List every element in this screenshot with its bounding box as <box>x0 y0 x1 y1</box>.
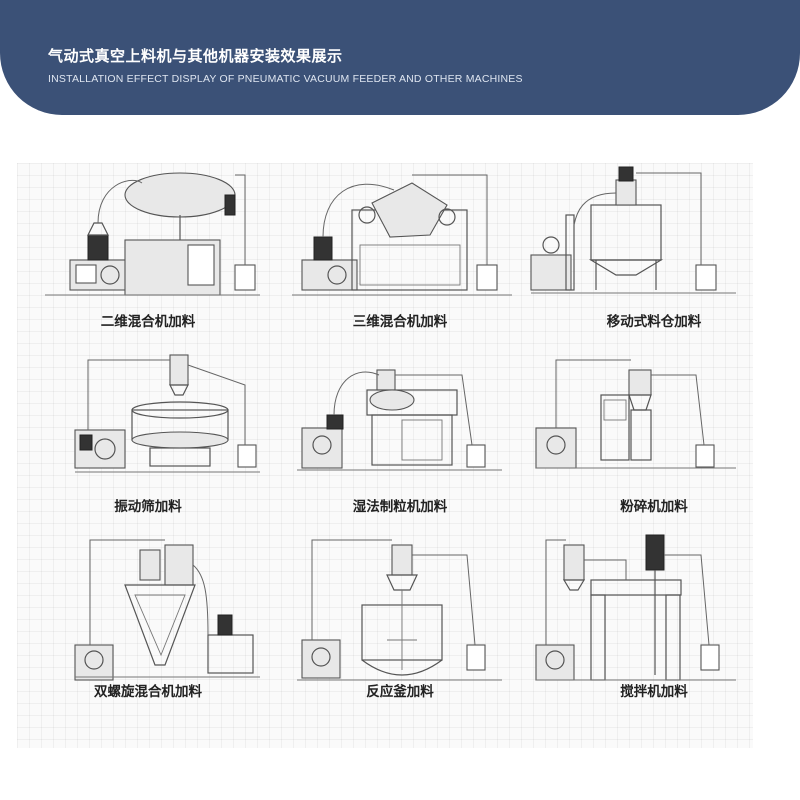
panel-2d-mixer: 二维混合机加料 <box>30 165 266 350</box>
panel-double-screw-mixer: 双螺旋混合机加料 <box>30 535 266 720</box>
panel-reactor: 反应釜加料 <box>282 535 518 720</box>
label-agitator: 搅拌机加料 <box>620 684 688 700</box>
panel-agitator: 搅拌机加料 <box>535 534 772 720</box>
reactor-illustration <box>297 539 502 681</box>
wet-granulator-illustration <box>297 369 502 471</box>
page-title: 气动式真空上料机与其他机器安装效果展示 <box>48 47 343 65</box>
mobile-bin-illustration <box>530 166 736 294</box>
panel-wet-granulator: 湿法制粒机加料 <box>282 350 518 535</box>
panel-3d-mixer: 三维混合机加料 <box>282 165 518 350</box>
header-banner: 气动式真空上料机与其他机器安装效果展示 INSTALLATION EFFECT … <box>0 0 800 115</box>
label-double-screw-mixer: 双螺旋混合机加料 <box>94 684 202 700</box>
3d-mixer-illustration <box>292 174 512 296</box>
vibrating-screen-illustration <box>74 354 260 473</box>
agitator-illustration <box>535 534 736 681</box>
2d-mixer-illustration <box>45 172 260 296</box>
label-3d-mixer: 三维混合机加料 <box>352 314 448 330</box>
label-2d-mixer: 二维混合机加料 <box>100 314 196 330</box>
panel-mobile-bin: 移动式料仓加料 <box>530 165 772 350</box>
label-reactor: 反应釜加料 <box>366 684 434 700</box>
double-screw-mixer-illustration <box>74 539 260 681</box>
panel-pulverizer: 粉碎机加料 <box>535 350 772 535</box>
page-subtitle: INSTALLATION EFFECT DISPLAY OF PNEUMATIC… <box>48 73 523 85</box>
label-vibrating-screen: 振动筛加料 <box>114 499 182 515</box>
panel-vibrating-screen: 振动筛加料 <box>30 350 266 535</box>
pulverizer-illustration <box>535 359 736 469</box>
label-pulverizer: 粉碎机加料 <box>620 499 688 515</box>
label-mobile-bin: 移动式料仓加料 <box>606 314 702 330</box>
label-wet-granulator: 湿法制粒机加料 <box>352 499 448 515</box>
